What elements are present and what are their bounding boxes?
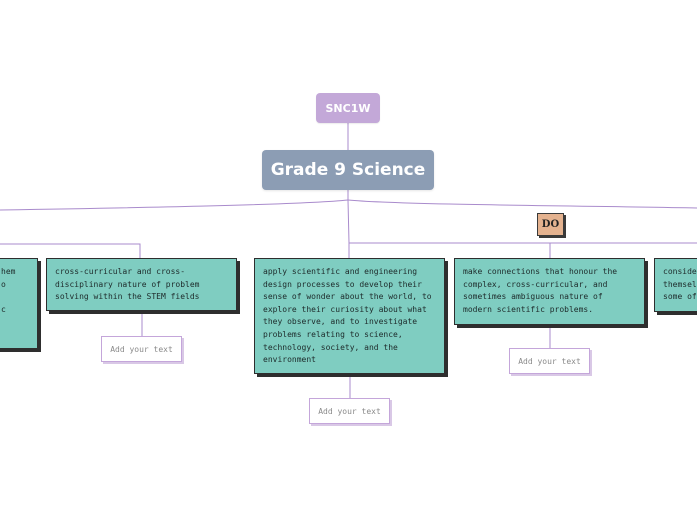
card-cross-curricular[interactable]: cross-curricular and cross- disciplinary… (46, 258, 237, 311)
card-make-connections[interactable]: make connections that honour the complex… (454, 258, 645, 325)
connector-main-left-curve (0, 199, 349, 211)
add-text-placeholder[interactable]: Add your text (509, 348, 590, 374)
add-text-placeholder[interactable]: Add your text (101, 336, 182, 362)
do-label-tag[interactable]: DO (537, 213, 564, 236)
add-text-placeholder[interactable]: Add your text (309, 398, 390, 424)
course-code-node[interactable]: SNC1W (316, 93, 380, 123)
connector-main-right-curve (347, 199, 697, 209)
connector-right-branch-bar (349, 242, 551, 258)
card-right-partial[interactable]: conside themsel some of (654, 258, 697, 312)
connector-center-branch (347, 199, 350, 258)
connector-branch-bar (0, 243, 141, 258)
card-left-partial[interactable]: hem o c (0, 258, 38, 349)
central-topic-node[interactable]: Grade 9 Science (262, 150, 434, 190)
card-apply-scientific[interactable]: apply scientific and engineering design … (254, 258, 445, 374)
